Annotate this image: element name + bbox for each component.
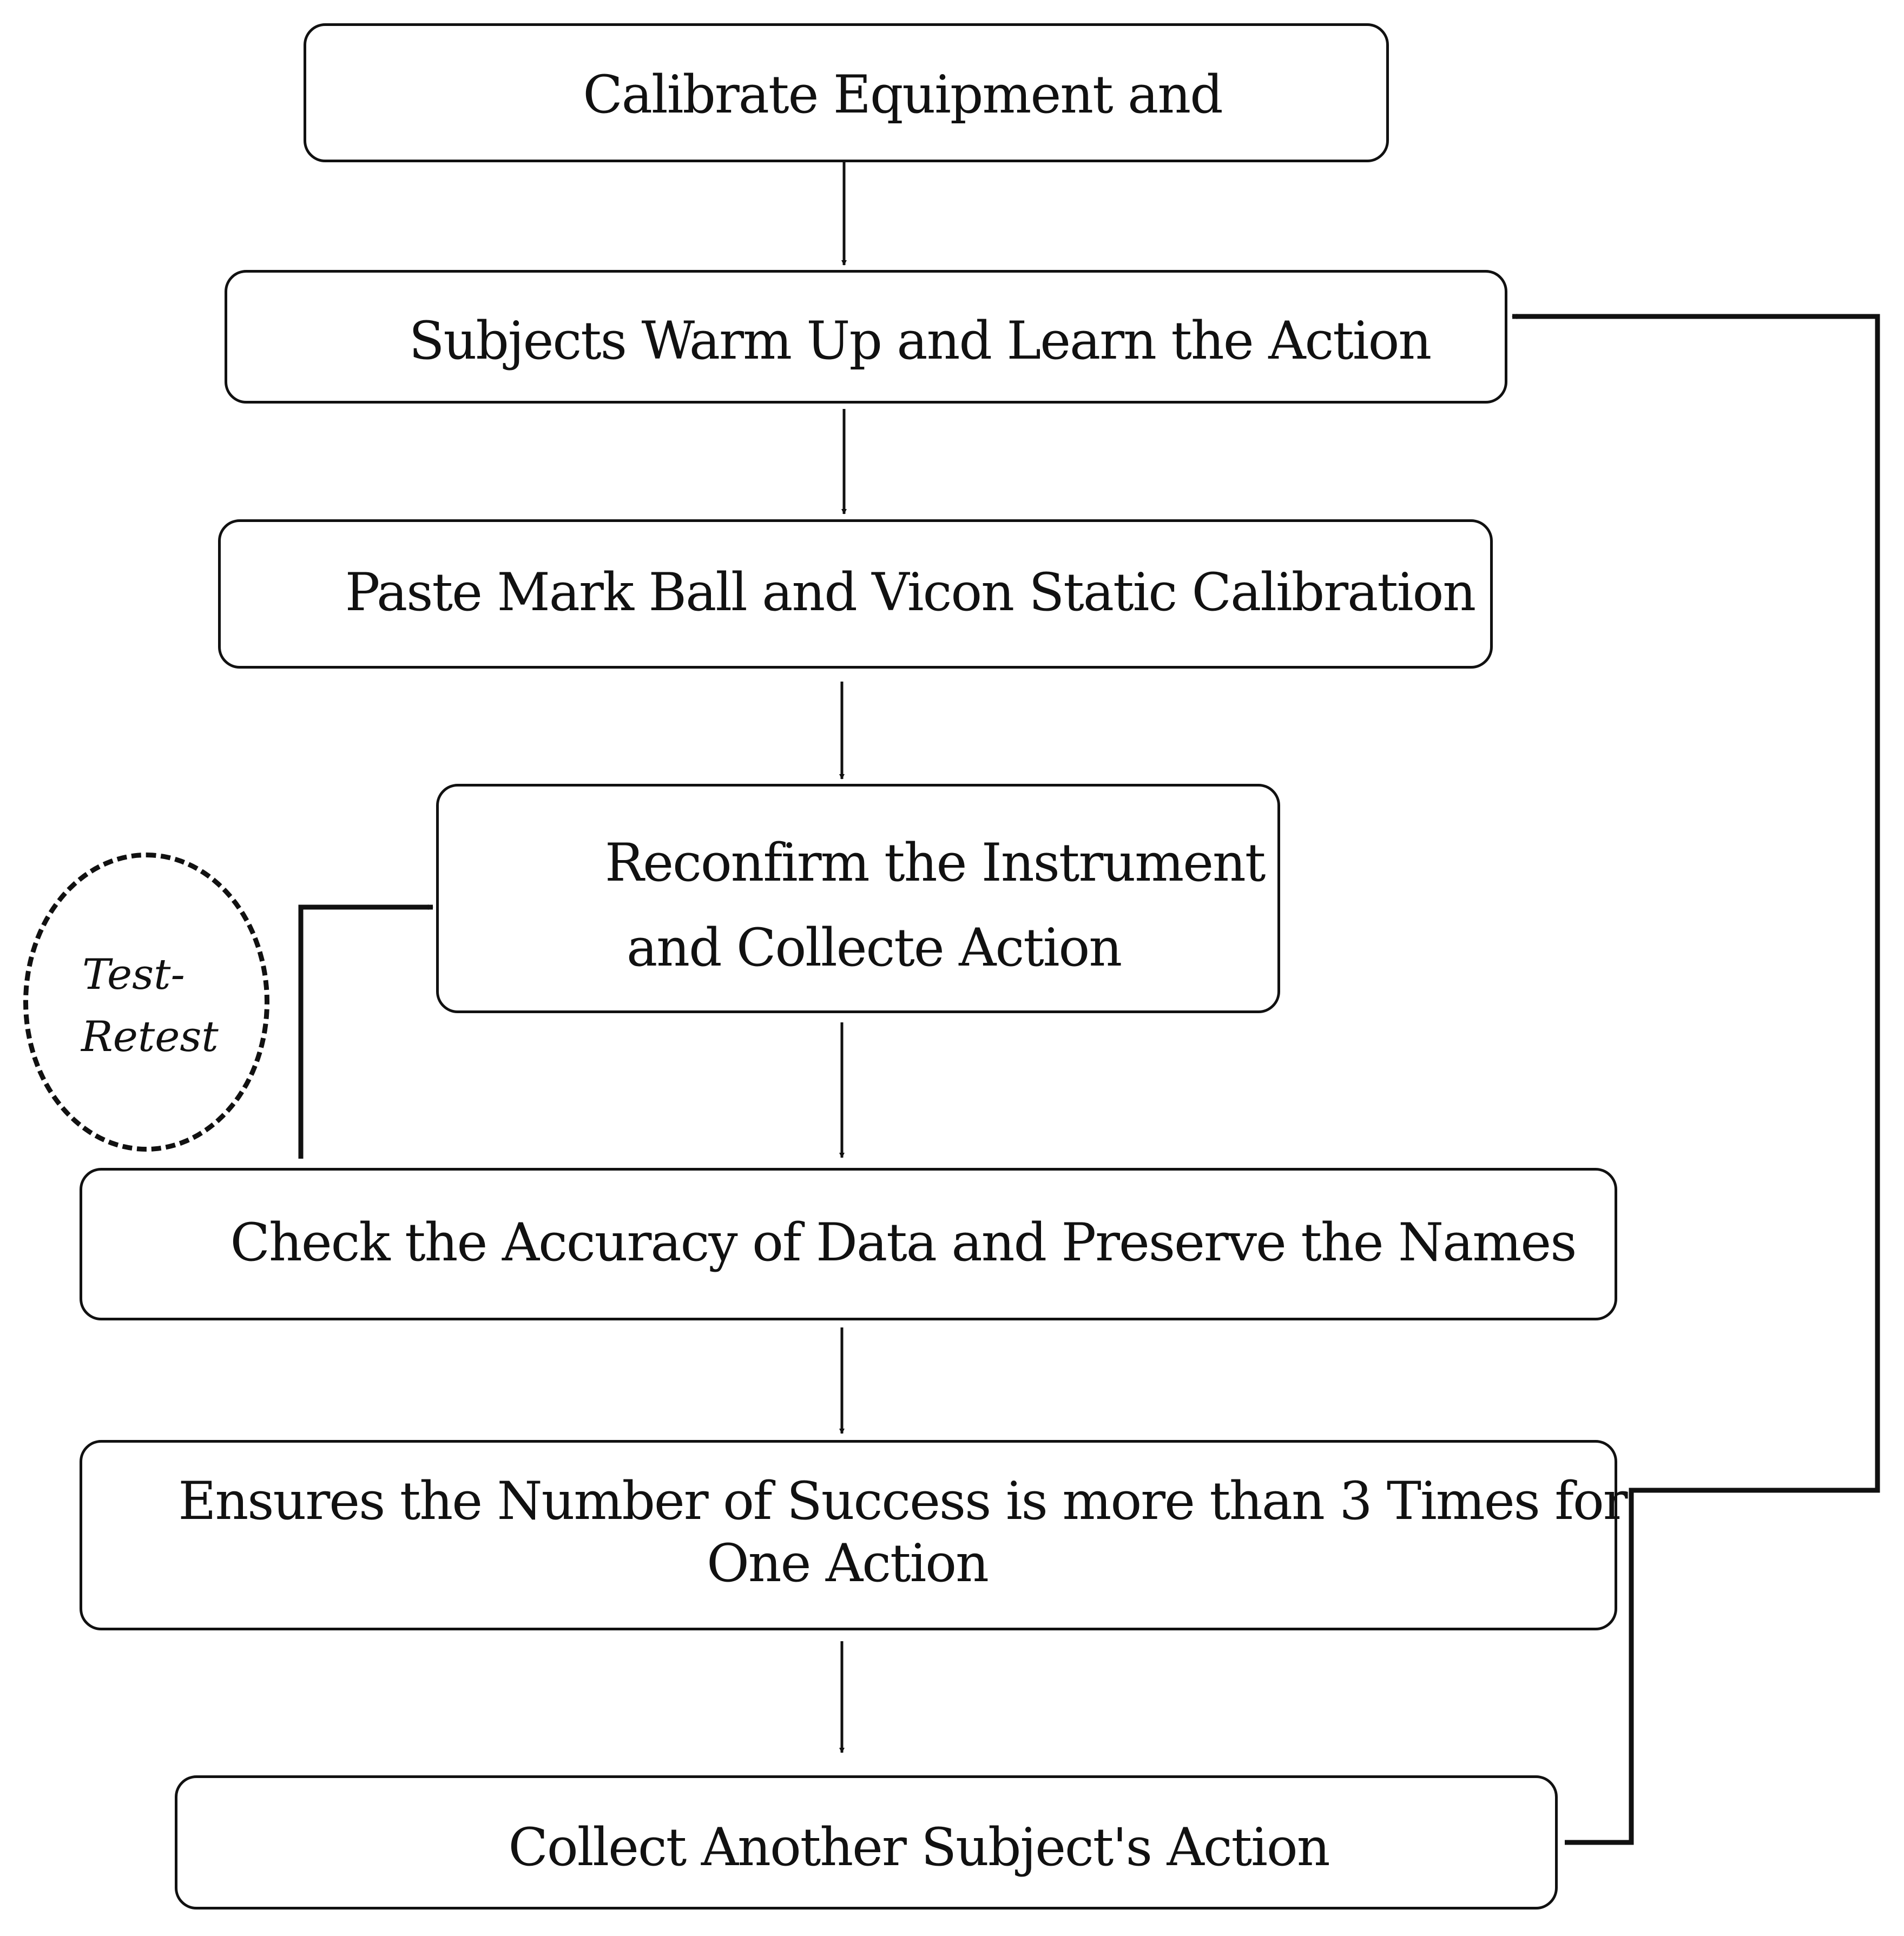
test-retest-ellipse xyxy=(23,853,269,1152)
step-check-label: Check the Accuracy of Data and Preserve … xyxy=(230,1212,1577,1273)
test-retest-label-line2: Retest xyxy=(81,1013,219,1061)
step-paste-box xyxy=(218,519,1493,669)
step-ensure-label-line2: One Action xyxy=(707,1533,989,1594)
step-check-box xyxy=(80,1168,1617,1320)
step-warmup-box xyxy=(225,270,1507,404)
test-retest-label-line1: Test- xyxy=(82,950,185,999)
arrow-next-subject-loop xyxy=(1512,314,1880,1845)
step-ensure-label-line1: Ensures the Number of Success is more th… xyxy=(178,1471,1628,1531)
step-paste-label: Paste Mark Ball and Vicon Static Calibra… xyxy=(345,562,1476,623)
step-calibrate-label: Calibrate Equipment and xyxy=(583,64,1223,125)
step-reconfirm-label-line2: and Collecte Action xyxy=(627,917,1122,978)
step-collect-label: Collect Another Subject's Action xyxy=(508,1817,1330,1878)
step-collect-box xyxy=(175,1775,1558,1909)
step-calibrate-box xyxy=(304,23,1389,162)
arrow-test-retest-loop xyxy=(298,904,433,1159)
step-reconfirm-box xyxy=(436,784,1280,1013)
step-ensure-box xyxy=(80,1440,1617,1630)
step-reconfirm-label-line1: Reconfirm the Instrument xyxy=(605,832,1266,893)
step-warmup-label: Subjects Warm Up and Learn the Action xyxy=(409,310,1432,371)
